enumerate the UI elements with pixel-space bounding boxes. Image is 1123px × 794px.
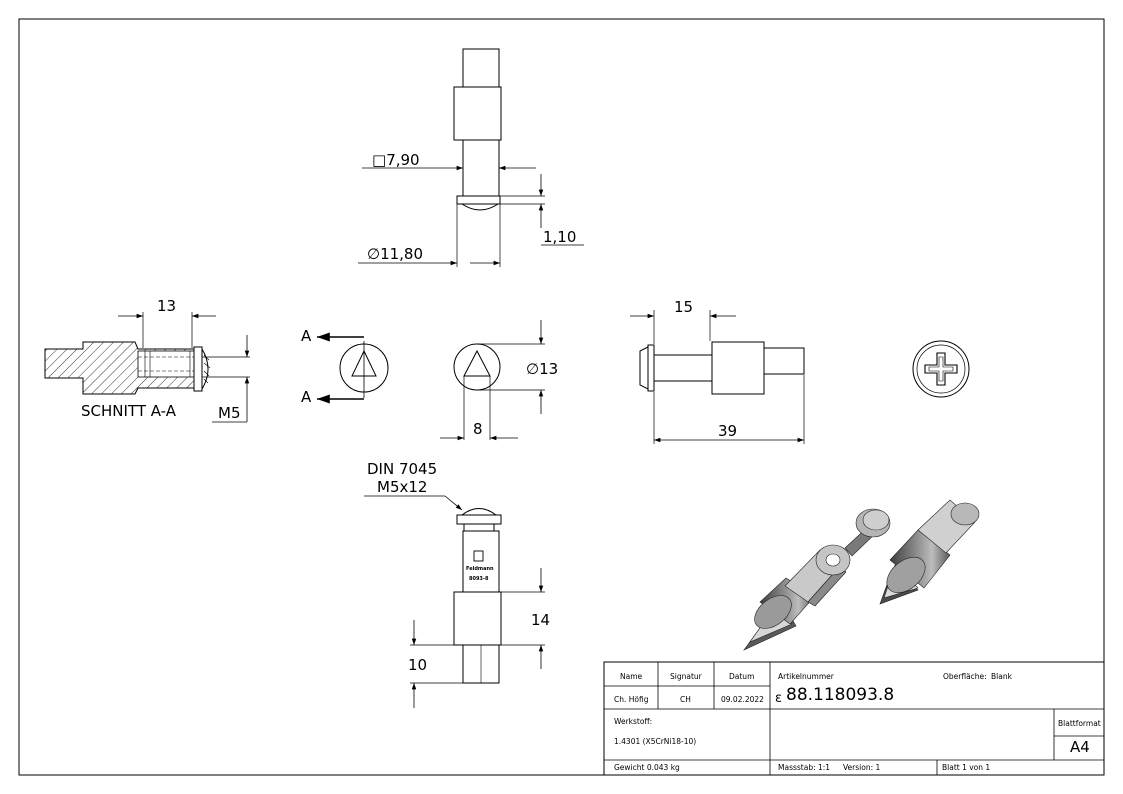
tb-blattformat-label: Blattformat <box>1058 719 1101 728</box>
body-length-value: 14 <box>531 611 550 629</box>
dim-thread: M5 <box>212 335 250 423</box>
section-a-a <box>44 341 250 395</box>
tb-artikel-value: 88.118093.8 <box>786 685 894 705</box>
tb-name-label: Name <box>620 672 643 681</box>
section-marker-bottom: A <box>301 388 312 406</box>
engraving-code: 8093-8 <box>469 576 489 582</box>
lower-view <box>410 508 545 684</box>
dim-head-diameter: ∅11,80 <box>358 245 500 266</box>
tb-oberflaeche-label: Oberfläche: <box>943 672 987 681</box>
head-thickness-value: 1,10 <box>543 228 576 246</box>
iso-screw <box>844 508 891 557</box>
square-symbol: □ <box>372 151 386 169</box>
screw-norm: DIN 7045 <box>367 460 437 478</box>
brand-logo <box>473 550 484 562</box>
svg-text:∅11,80: ∅11,80 <box>367 245 423 263</box>
isometric-rendering <box>743 499 980 651</box>
dia-front-value: 13 <box>539 360 558 378</box>
title-block: Name Signatur Datum Ch. Höfig CH 09.02.2… <box>603 661 1105 776</box>
tb-blattformat-value: A4 <box>1070 738 1090 756</box>
tb-signatur-label: Signatur <box>670 672 703 681</box>
total-length-value: 39 <box>718 422 737 440</box>
dim-head-thickness: 1,10 <box>538 174 584 246</box>
engraving-brand: Feldmann <box>466 566 494 572</box>
tb-gewicht: Gewicht 0.043 kg <box>614 763 680 772</box>
tb-blatt: Blatt 1 von 1 <box>942 763 990 772</box>
dim-total-length: 39 <box>654 422 804 443</box>
dim-shoulder-length: 15 <box>630 298 736 319</box>
dim-front-diameter: ∅13 <box>526 320 558 414</box>
dim-triangle-width: 8 <box>440 420 518 441</box>
section-marker-view: A A <box>301 327 389 406</box>
tb-datum-value: 09.02.2022 <box>721 695 764 704</box>
section-depth-value: 13 <box>157 297 176 315</box>
dim-body-length: 14 <box>531 568 550 669</box>
tb-version: Version: 1 <box>843 763 880 772</box>
tb-artikel-prefix: ε <box>775 691 782 706</box>
screw-size: M5x12 <box>377 478 427 496</box>
iso-part-right <box>879 499 980 605</box>
dim-square: □7,90 <box>362 151 536 171</box>
tb-werkstoff-label: Werkstoff: <box>614 717 652 726</box>
front-view <box>453 343 545 440</box>
diameter-symbol: ∅ <box>367 245 380 263</box>
pin-length-value: 10 <box>408 656 427 674</box>
tb-datum-label: Datum <box>729 672 754 681</box>
dim-section-depth: 13 <box>118 297 216 348</box>
square-dim-value: 7,90 <box>386 151 419 169</box>
top-view <box>453 48 545 267</box>
tb-artikel-label: Artikelnummer <box>778 672 835 681</box>
screw-head-view <box>912 340 970 398</box>
drawing-frame <box>18 18 1105 776</box>
triangle-width-value: 8 <box>473 420 483 438</box>
dim-pin-length: 10 <box>408 620 427 708</box>
section-marker-top: A <box>301 327 312 345</box>
dia-head-value: 11,80 <box>380 245 423 263</box>
tb-signatur-value: CH <box>680 695 691 704</box>
tb-name-value: Ch. Höfig <box>614 695 649 704</box>
screw-callout: DIN 7045 M5x12 <box>364 460 463 511</box>
tb-werkstoff-value: 1.4301 (X5CrNi18-10) <box>614 737 696 746</box>
iso-part-left <box>743 549 847 651</box>
diameter-symbol-front: ∅ <box>526 360 539 378</box>
tb-oberflaeche-value: Blank <box>991 672 1013 681</box>
thread-value: M5 <box>218 404 241 422</box>
svg-text:∅13: ∅13 <box>526 360 558 378</box>
tb-massstab: Massstab: 1:1 <box>778 763 830 772</box>
shoulder-length-value: 15 <box>674 298 693 316</box>
iso-washer <box>815 544 851 576</box>
engraving: Feldmann 8093-8 <box>466 550 494 582</box>
section-label: SCHNITT A-A <box>81 402 177 420</box>
svg-text:□7,90: □7,90 <box>372 151 420 169</box>
